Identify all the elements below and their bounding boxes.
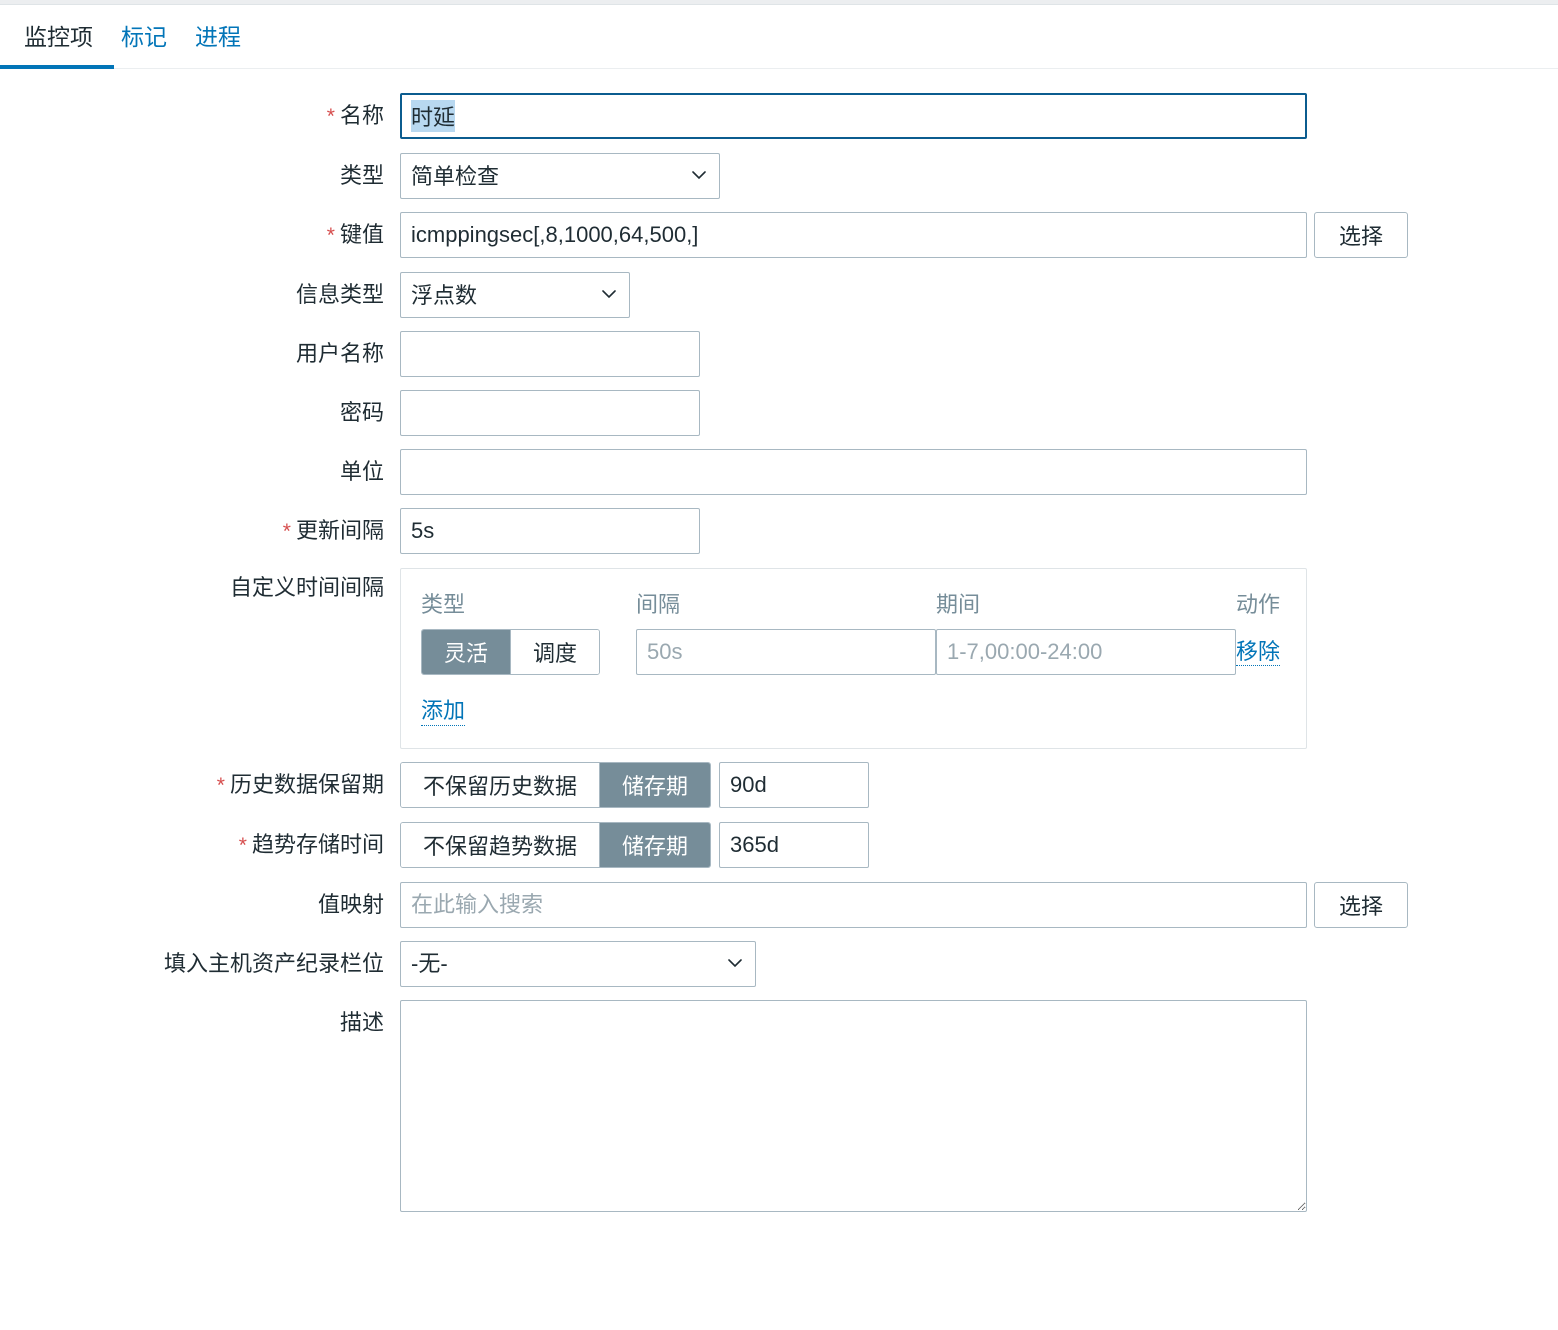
- value-map-search-input[interactable]: [400, 881, 1307, 928]
- label-history: *历史数据保留期: [216, 771, 384, 797]
- label-inventory-field: 填入主机资产纪录栏位: [163, 950, 384, 976]
- label-password: 密码: [339, 400, 384, 425]
- label-username: 用户名称: [295, 341, 384, 366]
- active-tab-indicator: [0, 65, 114, 69]
- top-strip: [0, 0, 1558, 5]
- form-row-description: 描述: [0, 999, 1558, 1212]
- history-storage-period-button[interactable]: 储存期: [599, 762, 711, 807]
- custom-interval-row: 灵活 调度 移除: [421, 629, 1286, 675]
- label-value-map: 值映射: [317, 891, 384, 917]
- required-marker: *: [282, 520, 291, 543]
- label-update-interval: *更新间隔: [282, 518, 384, 543]
- label-units: 单位: [339, 459, 384, 484]
- form-row-history: *历史数据保留期 不保留历史数据 储存期: [0, 761, 1558, 809]
- interval-type-scheduling-button[interactable]: 调度: [510, 630, 600, 674]
- cell-type: 灵活 调度: [421, 629, 636, 675]
- type-select[interactable]: 简单检查: [400, 153, 720, 199]
- required-marker: *: [216, 773, 225, 797]
- interval-input[interactable]: [636, 629, 936, 675]
- units-input[interactable]: [400, 449, 1307, 495]
- header-period: 期间: [936, 592, 981, 617]
- cell-action: 移除: [1236, 629, 1286, 675]
- key-select-button[interactable]: 选择: [1314, 212, 1408, 258]
- tab-preprocessing[interactable]: 进程: [195, 23, 241, 50]
- update-interval-input[interactable]: [400, 508, 700, 554]
- header-interval: 间隔: [636, 592, 681, 617]
- label-type: 类型: [339, 163, 384, 188]
- form-row-inventory-field: 填入主机资产纪录栏位 -无-: [0, 940, 1558, 987]
- label-value-type: 信息类型: [295, 282, 384, 307]
- trends-mode-toggle: 不保留趋势数据 储存期: [400, 821, 712, 868]
- form-row-custom-intervals: 自定义时间间隔 类型 间隔 期间 动作: [0, 568, 1558, 749]
- trends-storage-period-button[interactable]: 储存期: [599, 822, 711, 867]
- trends-no-store-button[interactable]: 不保留趋势数据: [401, 822, 600, 867]
- required-marker: *: [238, 833, 247, 857]
- custom-intervals-table: 类型 间隔 期间 动作 灵活 调度: [421, 587, 1286, 675]
- key-input[interactable]: [400, 212, 1307, 258]
- custom-intervals-header-row: 类型 间隔 期间 动作: [421, 587, 1286, 629]
- add-interval-link[interactable]: 添加: [421, 697, 466, 726]
- remove-interval-link[interactable]: 移除: [1236, 638, 1281, 667]
- interval-type-flexible-button[interactable]: 灵活: [422, 630, 511, 674]
- description-textarea[interactable]: [400, 999, 1307, 1212]
- trends-period-input[interactable]: [719, 821, 870, 868]
- header-type: 类型: [421, 592, 466, 617]
- interval-type-toggle: 灵活 调度: [421, 629, 601, 675]
- value-type-select[interactable]: 浮点数: [400, 272, 630, 318]
- item-configuration-form: *名称 类型 简单检查 *键值 选择 信: [0, 69, 1558, 1212]
- cell-interval: [636, 629, 936, 675]
- label-custom-intervals: 自定义时间间隔: [229, 575, 384, 600]
- history-mode-toggle: 不保留历史数据 储存期: [400, 761, 712, 808]
- period-input[interactable]: [936, 629, 1236, 675]
- form-row-value-type: 信息类型 浮点数: [0, 272, 1558, 318]
- password-input[interactable]: [400, 390, 700, 436]
- name-input[interactable]: [400, 93, 1307, 139]
- value-map-select-button[interactable]: 选择: [1314, 881, 1408, 928]
- form-row-update-interval: *更新间隔: [0, 508, 1558, 555]
- tab-bar: 监控项 标记 进程: [0, 5, 1558, 69]
- required-marker: *: [326, 224, 335, 247]
- label-description: 描述: [339, 1009, 384, 1035]
- form-row-value-map: 值映射 选择: [0, 881, 1558, 928]
- header-action: 动作: [1236, 592, 1281, 617]
- label-key: *键值: [326, 222, 384, 247]
- add-interval-wrap: 添加: [421, 675, 1286, 726]
- form-row-trends: *趋势存储时间 不保留趋势数据 储存期: [0, 821, 1558, 869]
- form-row-name: *名称: [0, 93, 1558, 140]
- label-trends: *趋势存储时间: [238, 831, 384, 857]
- form-row-password: 密码: [0, 390, 1558, 436]
- required-marker: *: [326, 105, 335, 128]
- label-name: *名称: [326, 103, 384, 128]
- form-row-type: 类型 简单检查: [0, 153, 1558, 199]
- tab-tags[interactable]: 标记: [121, 23, 167, 50]
- inventory-field-select[interactable]: -无-: [400, 940, 756, 987]
- history-no-store-button[interactable]: 不保留历史数据: [401, 762, 600, 807]
- form-row-username: 用户名称: [0, 331, 1558, 377]
- form-row-units: 单位: [0, 449, 1558, 495]
- history-period-input[interactable]: [719, 761, 870, 808]
- form-row-key: *键值 选择: [0, 212, 1558, 259]
- custom-intervals-panel: 类型 间隔 期间 动作 灵活 调度: [400, 568, 1307, 749]
- tab-items[interactable]: 监控项: [24, 23, 93, 50]
- username-input[interactable]: [400, 331, 700, 377]
- cell-period: [936, 629, 1236, 675]
